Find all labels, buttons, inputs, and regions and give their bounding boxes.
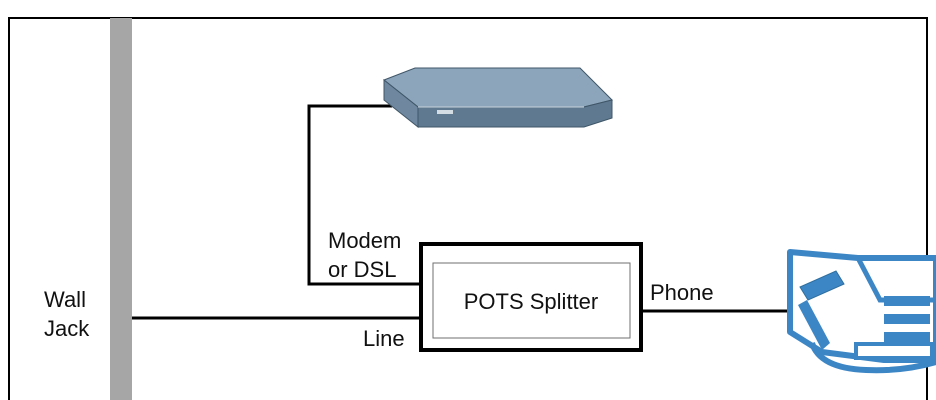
line-label: Line	[363, 326, 405, 351]
phone-label: Phone	[650, 280, 714, 305]
pots-splitter-label: POTS Splitter	[464, 289, 598, 314]
dsl-modem-icon	[383, 67, 613, 129]
modem-cable	[307, 104, 420, 286]
modem-label-line1: Modem	[328, 228, 401, 253]
wall-jack-label-line2: Jack	[44, 316, 90, 341]
telephone-icon	[787, 249, 936, 374]
pots-splitter-inner-box	[432, 262, 631, 339]
wall	[110, 18, 132, 400]
wall-jack-label-line1: Wall	[44, 287, 86, 312]
modem-label-line2: or DSL	[328, 257, 396, 282]
